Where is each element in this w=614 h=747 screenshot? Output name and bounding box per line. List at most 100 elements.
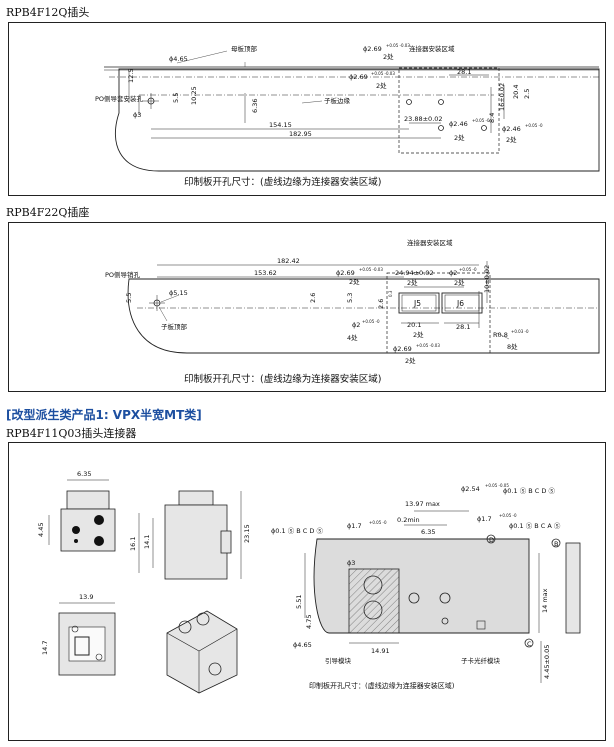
s2-j5: J5	[413, 299, 421, 308]
s2-conn-area: 连接器安装区域	[407, 238, 453, 247]
s1-d269-1: ϕ2.69	[363, 45, 382, 53]
s1-h125: 12.5	[127, 69, 135, 83]
s3-ref-c: C	[527, 640, 532, 648]
s2-w201: 20.1	[407, 321, 421, 329]
s2-tol-2-1: +0.05 -0	[459, 267, 477, 272]
s2-j6: J6	[456, 299, 464, 308]
s2-h26: 2.6	[309, 293, 317, 303]
s3-tol-254: +0.05 -0.05	[485, 483, 509, 488]
s3-ref-d: D	[489, 536, 494, 544]
section1-drawing: ϕ4.65 母板顶部 ϕ2.69 +0.05 -0.03 2处 连接器安装区域 …	[95, 43, 600, 188]
s2-v1002: 10±0.02	[483, 265, 491, 293]
s2-qty7: 2处	[405, 356, 416, 365]
s3-h141: 14.1	[143, 535, 151, 549]
s1-w18295: 182.95	[289, 130, 312, 138]
s3-w139: 13.9	[79, 593, 93, 601]
s3-fcf-17b: ϕ0.1 Ⓢ B C A Ⓢ	[509, 522, 561, 530]
s1-v1602: 16±0.02	[498, 83, 506, 111]
s1-tol-269-2: +0.05 -0.03	[371, 71, 395, 76]
s1-h636: 6.36	[251, 99, 259, 113]
s3-h161: 16.1	[129, 537, 137, 551]
s2-h53: 5.3	[346, 293, 354, 303]
s3-fcf-17a: ϕ0.1 Ⓢ B C D Ⓢ	[271, 527, 323, 535]
s2-qty6: 8处	[507, 342, 518, 351]
s2-tol-269-2: +0.05 -0.03	[416, 343, 440, 348]
s3-d3: ϕ3	[347, 559, 355, 567]
section1-panel: ϕ4.65 母板顶部 ϕ2.69 +0.05 -0.03 2处 连接器安装区域 …	[8, 22, 606, 196]
s1-w15415: 154.15	[269, 121, 292, 129]
s1-d465: ϕ4.65	[169, 55, 188, 63]
s3-d17b: ϕ1.7	[477, 515, 492, 523]
s1-d246-2: ϕ2.46	[502, 125, 521, 133]
s2-qty1: 2处	[349, 277, 360, 286]
s2-qty2: 2处	[407, 278, 418, 287]
s1-conn-area: 连接器安装区域	[409, 44, 455, 53]
s2-d515: ϕ5.15	[169, 289, 188, 297]
s2-v26: 2.6	[377, 299, 385, 309]
s1-tol-246-1: +0.05 -0	[472, 118, 490, 123]
s2-d269-1: ϕ2.69	[336, 269, 355, 277]
s1-qty3: 2处	[454, 133, 465, 142]
s3-h147: 14.7	[41, 641, 49, 655]
s2-tol-r08: +0.03 -0	[511, 329, 529, 334]
s2-d269-2: ϕ2.69	[393, 345, 412, 353]
s1-sub-edge: 子板边缘	[324, 96, 351, 105]
s1-po-guide: PO侧导套安装孔	[95, 94, 144, 103]
section3-title: [改型派生类产品1: VPX半宽MT类]	[6, 408, 202, 422]
section3-drawing: 6.35 4.45 16.1 14.1 23.15 13.9 14.7	[37, 470, 581, 694]
s3-d465: ϕ4.65	[293, 641, 312, 649]
s1-qty1: 2处	[383, 52, 394, 61]
s1-d246-1: ϕ2.46	[449, 120, 468, 128]
s2-sub-top: 子板顶部	[161, 322, 188, 331]
s1-v84: 8.4	[488, 113, 496, 123]
s1-w281: 28.1	[457, 68, 471, 76]
s2-qty5: 2处	[413, 330, 424, 339]
s2-w15362: 153.62	[254, 269, 277, 277]
s3-h445: 4.45	[37, 523, 45, 537]
s2-w2494: 24.94±0.02	[395, 269, 434, 277]
s1-tol-246-2: +0.05 -0	[525, 123, 543, 128]
s1-mother-top: 母板顶部	[231, 44, 258, 53]
s3-h475: 4.75	[305, 615, 313, 629]
s2-qty3: 2处	[454, 278, 465, 287]
s2-tol-269-1: +0.05 -0.03	[359, 267, 383, 272]
s1-v25: 2.5	[523, 89, 531, 99]
s3-d254: ϕ2.54	[461, 485, 480, 493]
s1-tol-269-1: +0.05 -0.03	[386, 43, 410, 48]
section3-heading: RPB4F11Q03插头连接器	[6, 427, 137, 440]
s1-h55: 5.5	[172, 93, 180, 103]
s3-fcf-254: ϕ0.1 Ⓢ B C D Ⓢ	[503, 487, 555, 495]
s3-tol-17b: +0.05 -0	[499, 513, 517, 518]
s2-r08: R0.8	[493, 331, 508, 339]
section1-heading: RPB4F12Q插头	[6, 6, 90, 19]
s3-w1491: 14.91	[371, 647, 390, 655]
s2-po-pin: PO侧导销孔	[105, 270, 141, 279]
s3-ref-b: B	[554, 540, 558, 548]
s2-w18242: 182.42	[277, 257, 300, 265]
s3-w1397: 13.97 max	[405, 500, 440, 508]
s1-v204: 20.4	[512, 85, 520, 99]
s1-qty4: 2处	[506, 135, 517, 144]
s2-d2-1: ϕ2	[449, 269, 457, 277]
s3-d17a: ϕ1.7	[347, 522, 362, 530]
s3-h445b: 4.45±0.05	[543, 645, 551, 679]
s3-guide-mod: 引导模块	[325, 656, 352, 665]
s1-d269-2: ϕ2.69	[349, 73, 368, 81]
s2-d2-2: ϕ2	[352, 321, 360, 329]
s3-w02min: 0.2min	[397, 516, 420, 524]
s1-qty2: 2处	[376, 81, 387, 90]
s2-qty4: 4处	[347, 333, 358, 342]
s2-w281: 28.1	[456, 323, 470, 331]
s2-caption: 印制板开孔尺寸：(虚线边缘为连接器安装区域)	[184, 373, 381, 385]
s1-caption: 印制板开孔尺寸：(虚线边缘为连接器安装区域)	[184, 176, 381, 188]
section3-panel: 6.35 4.45 16.1 14.1 23.15 13.9 14.7	[8, 442, 606, 741]
s3-fiber-mod: 子卡光纤模块	[461, 656, 501, 665]
s2-tol-2-2: +0.05 -0	[362, 319, 380, 324]
s3-w635-top: 6.35	[77, 470, 91, 478]
s1-w2388: 23.88±0.02	[404, 115, 443, 123]
section2-drawing: 连接器安装区域 182.42 PO侧导销孔 153.62 ϕ2.69 +0.05…	[105, 238, 600, 385]
s2-h55: 5.5	[125, 293, 133, 303]
s3-tol-17a: +0.05 -0	[369, 520, 387, 525]
s3-caption: 印制板开孔尺寸：(虚线边缘为连接器安装区域)	[309, 681, 455, 690]
s2-v03: 0.3	[388, 290, 393, 297]
